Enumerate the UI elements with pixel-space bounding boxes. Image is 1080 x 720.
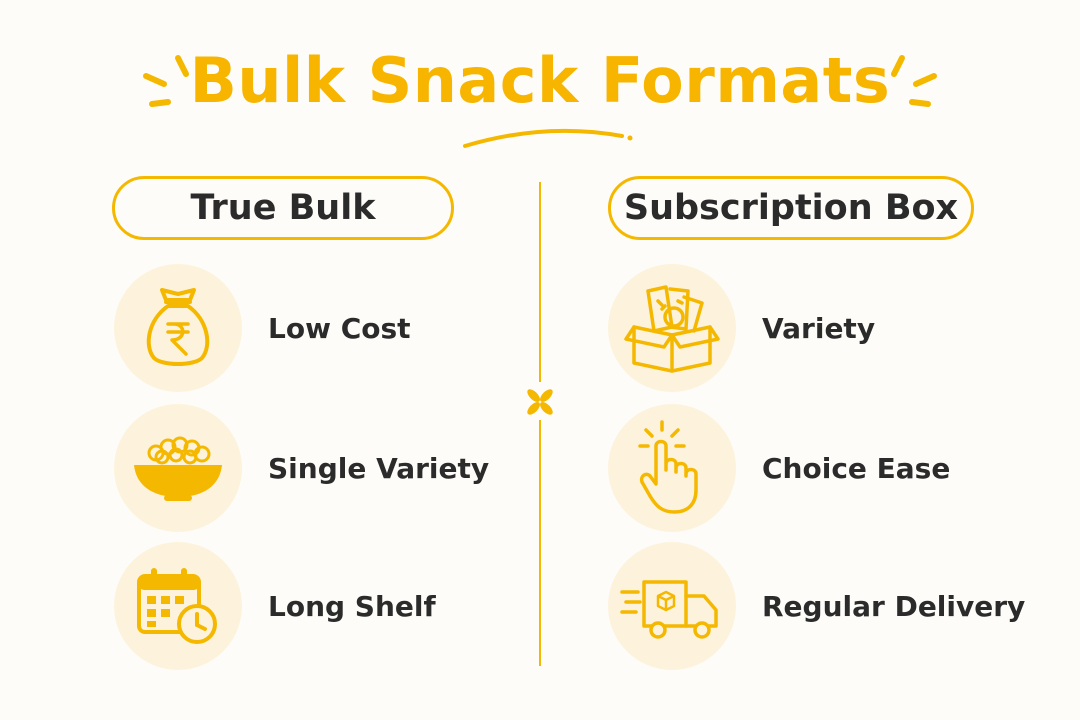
item-label: Variety bbox=[762, 311, 876, 345]
list-item: Choice Ease bbox=[608, 404, 950, 532]
money-bag-rupee-icon bbox=[146, 288, 210, 366]
tap-hand-icon bbox=[638, 420, 698, 514]
item-label: Single Variety bbox=[268, 451, 490, 485]
list-item: Variety bbox=[608, 264, 875, 392]
calendar-clock-icon bbox=[137, 568, 217, 644]
underline-dot bbox=[627, 135, 633, 141]
list-item: Single Variety bbox=[114, 404, 489, 532]
left-sparkle-icon bbox=[143, 55, 189, 107]
true-bulk-heading: True Bulk bbox=[112, 176, 454, 240]
delivery-truck-icon bbox=[620, 580, 718, 639]
item-label: Regular Delivery bbox=[762, 589, 1026, 623]
list-item: Low Cost bbox=[114, 264, 411, 392]
icon-circle bbox=[608, 404, 736, 532]
item-label: Low Cost bbox=[268, 311, 411, 345]
bowl-icon bbox=[134, 436, 222, 501]
icon-circle bbox=[608, 264, 736, 392]
subscription-box-heading: Subscription Box bbox=[608, 176, 974, 240]
list-item: Regular Delivery bbox=[608, 542, 1025, 670]
icon-circle bbox=[608, 542, 736, 670]
title-underline bbox=[463, 128, 624, 148]
icon-circle bbox=[114, 542, 242, 670]
page-title: Bulk Snack Formats bbox=[189, 44, 891, 117]
divider-flower-icon bbox=[527, 389, 553, 415]
snack-box-icon bbox=[624, 285, 720, 373]
right-sparkle-icon bbox=[891, 55, 937, 107]
item-label: Choice Ease bbox=[762, 451, 951, 485]
list-item: Long Shelf bbox=[114, 542, 436, 670]
item-label: Long Shelf bbox=[268, 589, 436, 623]
icon-circle bbox=[114, 404, 242, 532]
icon-circle bbox=[114, 264, 242, 392]
